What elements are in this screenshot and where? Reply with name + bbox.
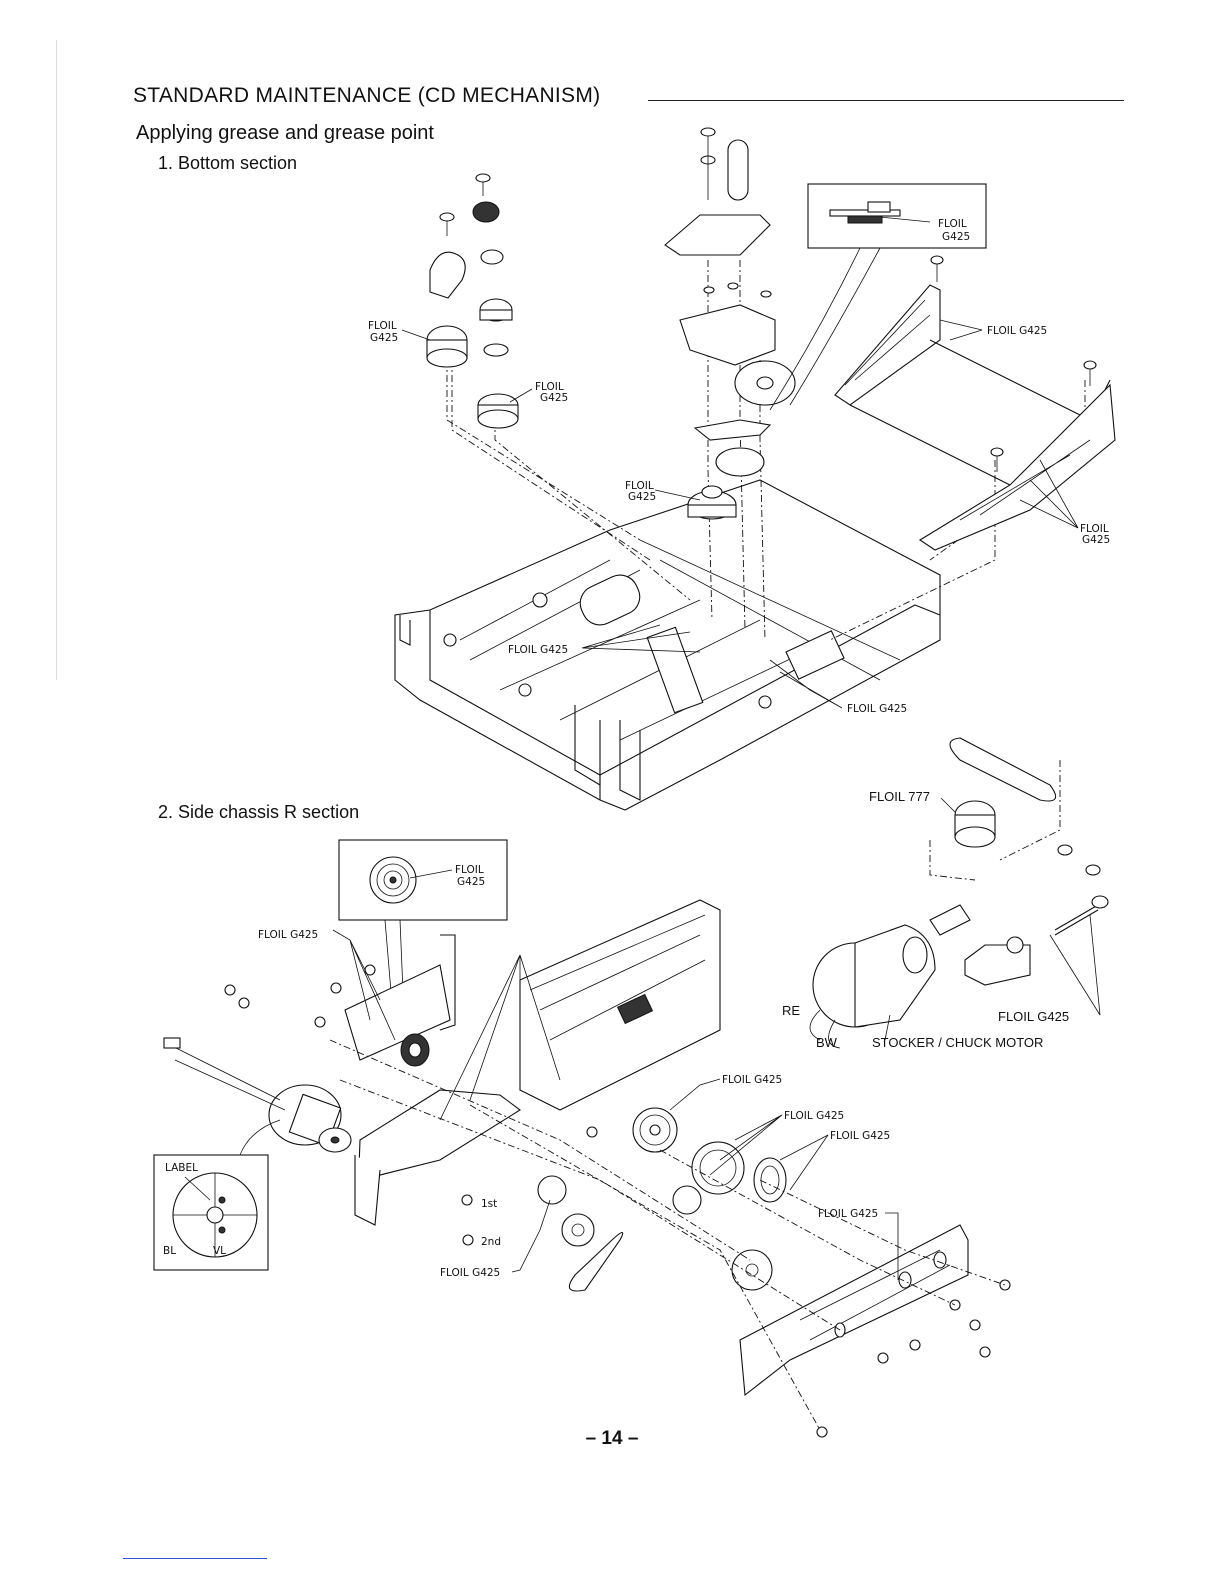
footer-rule [123,1558,267,1559]
stocker-chuck-motor [809,737,1109,1049]
label-floil-g425: FLOIL G425 [440,1267,500,1279]
label-vl: VL [213,1245,226,1257]
margin-rule [56,40,57,680]
label-floil: FLOIL [938,218,967,230]
label-g425: G425 [1082,534,1110,546]
label-floil-g425: FLOIL G425 [258,929,318,941]
page-title: STANDARD MAINTENANCE (CD MECHANISM) [133,84,601,107]
side-section-diagram: FLOIL G425 [153,737,1109,1438]
side-plate-right [739,1224,969,1397]
page-subtitle: Applying grease and grease point [136,122,434,144]
motor-left [163,1037,352,1153]
label-g425: G425 [942,231,970,243]
label-g425: G425 [370,332,398,344]
label-re: RE [782,1003,800,1018]
label-label: LABEL [165,1162,198,1174]
label-bl: BL [163,1245,176,1257]
screws-right [224,964,1011,1438]
label-bw: BW [816,1035,838,1050]
label-floil-g425: FLOIL G425 [818,1208,878,1220]
label-g425: G425 [457,876,485,888]
label-g425: G425 [628,491,656,503]
page-number: – 14 – [585,1428,639,1449]
label-floil-g425: FLOIL G425 [508,644,568,656]
section-heading-side: 2. Side chassis R section [158,802,360,822]
title-rule [648,100,1124,101]
label-floil: FLOIL [368,320,397,332]
detail-inset-top: FLOIL G425 [769,183,987,411]
chassis-base [394,479,941,811]
side-chassis-frame [344,899,721,1226]
label-floil-g425: FLOIL G425 [722,1074,782,1086]
label-floil-g425: FLOIL G425 [830,1130,890,1142]
label-inset: LABEL BL VL [153,1119,281,1271]
label-floil: FLOIL [1080,523,1109,535]
label-floil-g425: FLOIL G425 [998,1009,1069,1024]
label-stocker-chuck-motor: STOCKER / CHUCK MOTOR [872,1035,1043,1050]
gear-stack-left [426,173,519,429]
label-2nd: 2nd [481,1236,501,1248]
spindle-assembly [664,127,796,520]
section-heading-bottom: 1. Bottom section [158,153,298,173]
bottom-section-diagram: FLOIL G425 FLOIL G42 [368,127,1116,811]
label-floil-g425: FLOIL G425 [784,1110,844,1122]
label-g425: G425 [540,392,568,404]
label-floil: FLOIL [535,381,564,393]
slider-rails [834,255,1116,551]
label-1st: 1st [481,1198,497,1210]
label-floil-777: FLOIL 777 [869,789,930,804]
label-floil: FLOIL [625,480,654,492]
side-gears [400,1033,787,1292]
label-floil-g425: FLOIL G425 [987,325,1047,337]
label-floil: FLOIL [455,864,484,876]
label-floil-g425: FLOIL G425 [847,703,907,715]
